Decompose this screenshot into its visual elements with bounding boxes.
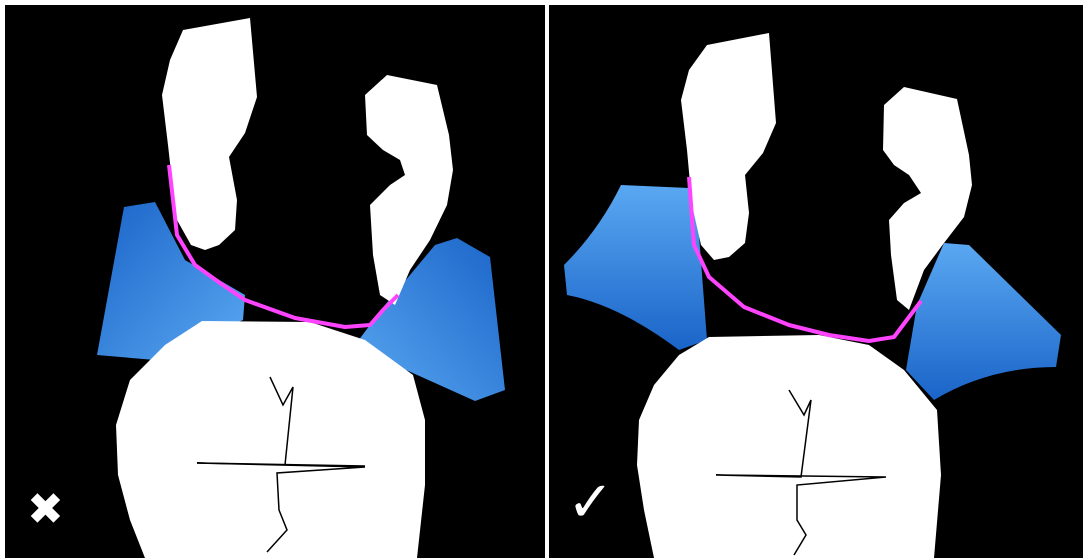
correct-diagram xyxy=(549,5,1083,558)
correct-panel: ✓ xyxy=(549,5,1083,558)
check-icon: ✓ xyxy=(567,475,614,531)
incorrect-diagram xyxy=(5,5,545,558)
incorrect-panel: ✖ xyxy=(5,5,545,558)
cross-icon: ✖ xyxy=(27,488,64,532)
right-papilla xyxy=(906,243,1061,400)
lower-tooth xyxy=(637,335,941,558)
left-papilla xyxy=(564,185,707,350)
lower-tooth xyxy=(116,321,425,558)
